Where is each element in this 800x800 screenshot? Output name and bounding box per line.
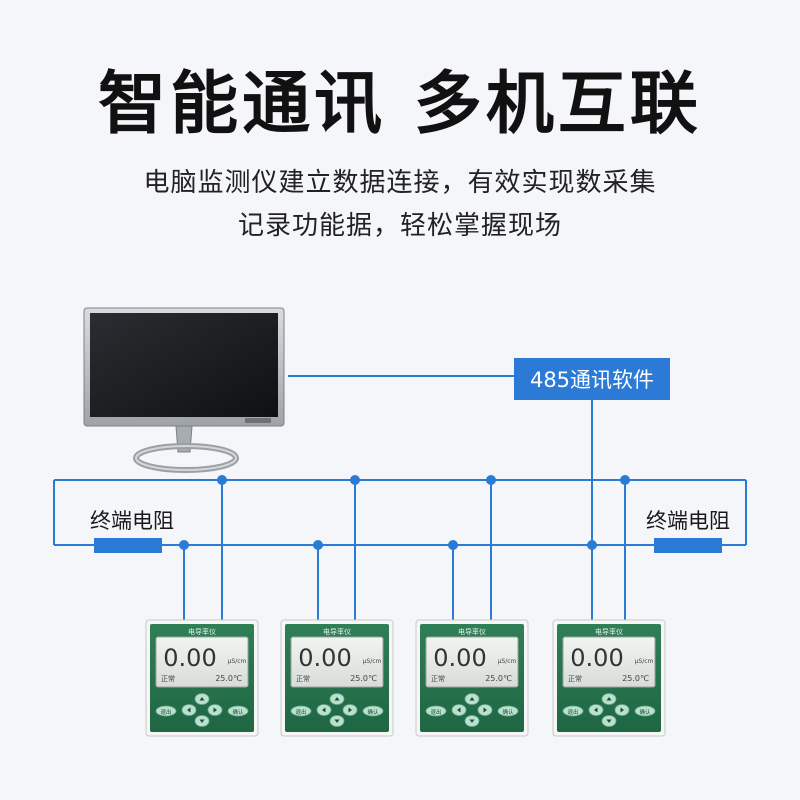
device-header: 电导率仪 (188, 627, 216, 636)
page-title: 智能通讯 多机互联 (98, 65, 702, 144)
device-temp: 25.0℃ (350, 674, 377, 683)
software-box (514, 358, 670, 400)
right-arrow-icon (213, 707, 217, 713)
resistor-left-label: 终端电阻 (90, 509, 174, 533)
device-status: 正常 (161, 674, 175, 683)
right-arrow-icon (348, 707, 352, 713)
device-temp: 25.0℃ (215, 674, 242, 683)
device-lcd (290, 636, 384, 688)
device-unit: μS/cm (363, 658, 382, 665)
up-arrow-icon (469, 697, 475, 701)
right-arrow-icon (483, 707, 487, 713)
resistor-right-label: 终端电阻 (646, 509, 730, 533)
device-meter: 电导率仪 0.00 μS/cm 正常 25.0℃ 退出 确认 (415, 619, 529, 737)
subtitle-line-2: 记录功能据，轻松掌握现场 (237, 211, 562, 241)
left-arrow-icon (322, 707, 326, 713)
confirm-button-label: 确认 (367, 708, 379, 716)
device-status: 正常 (568, 674, 582, 683)
computer-monitor-icon (83, 307, 285, 473)
left-arrow-icon (594, 707, 598, 713)
device-temp: 25.0℃ (622, 674, 649, 683)
exit-button-label: 退出 (160, 708, 171, 716)
down-arrow-icon (606, 719, 612, 723)
left-arrow-icon (457, 707, 461, 713)
exit-button-label: 退出 (430, 708, 441, 716)
up-arrow-icon (606, 697, 612, 701)
left-arrow-icon (187, 707, 191, 713)
device-value: 0.00 (433, 644, 486, 672)
device-lcd (155, 636, 249, 688)
subtitle-line-1: 电脑监测仪建立数据连接，有效实现数采集 (143, 168, 657, 198)
terminal-resistor-left (94, 538, 162, 553)
device-unit: μS/cm (498, 658, 517, 665)
up-arrow-icon (334, 697, 340, 701)
device-header: 电导率仪 (458, 627, 486, 636)
exit-button (562, 705, 584, 717)
down-arrow-icon (334, 719, 340, 723)
down-arrow-icon (199, 719, 205, 723)
up-arrow-icon (199, 697, 205, 701)
exit-button (290, 705, 312, 717)
exit-button (155, 705, 177, 717)
exit-button-label: 退出 (567, 708, 578, 716)
device-status: 正常 (431, 674, 445, 683)
confirm-button-label: 确认 (639, 708, 651, 716)
exit-button (425, 705, 447, 717)
confirm-button (497, 705, 519, 717)
right-arrow-icon (620, 707, 624, 713)
confirm-button-label: 确认 (232, 708, 244, 716)
device-lcd (425, 636, 519, 688)
junction-dots (179, 475, 630, 550)
exit-button-label: 退出 (295, 708, 306, 716)
device-temp: 25.0℃ (485, 674, 512, 683)
confirm-button (362, 705, 384, 717)
device-header: 电导率仪 (595, 627, 623, 636)
device-meter: 电导率仪 0.00 μS/cm 正常 25.0℃ 退出 确认 (280, 619, 394, 737)
confirm-button (227, 705, 249, 717)
confirm-button-label: 确认 (502, 708, 514, 716)
device-meter: 电导率仪 0.00 μS/cm 正常 25.0℃ 退出 确认 (145, 619, 259, 737)
device-value: 0.00 (570, 644, 623, 672)
down-arrow-icon (469, 719, 475, 723)
device-value: 0.00 (298, 644, 351, 672)
terminal-resistor-right (654, 538, 722, 553)
device-status: 正常 (296, 674, 310, 683)
software-label: 485通讯软件 (530, 368, 654, 392)
device-unit: μS/cm (635, 658, 654, 665)
device-meter: 电导率仪 0.00 μS/cm 正常 25.0℃ 退出 确认 (552, 619, 666, 737)
device-lcd (562, 636, 656, 688)
confirm-button (634, 705, 656, 717)
device-header: 电导率仪 (323, 627, 351, 636)
bus-lines (53, 400, 747, 622)
device-value: 0.00 (163, 644, 216, 672)
device-unit: μS/cm (228, 658, 247, 665)
